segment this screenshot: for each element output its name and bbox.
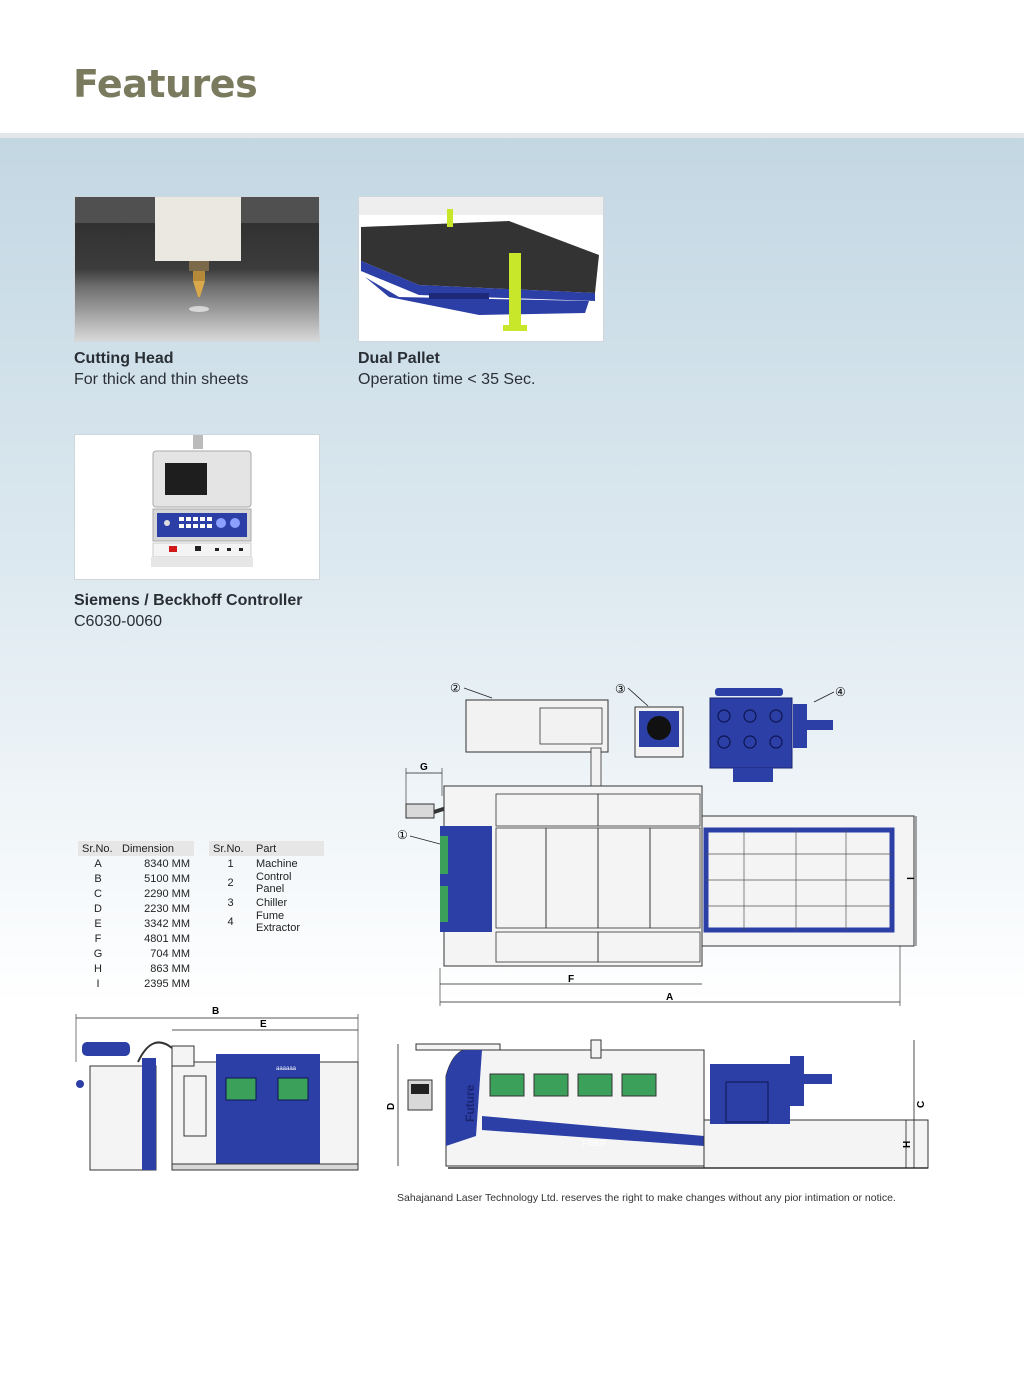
parts-col-part: Part — [252, 841, 324, 856]
dimension-col-srno: Sr.No. — [78, 841, 118, 856]
part-name: Machine — [256, 857, 298, 870]
feature-subtitle-controller: C6030-0060 — [74, 613, 163, 630]
dual-pallet-image — [358, 196, 604, 342]
parts-table-header: Sr.No. Part — [209, 841, 324, 856]
page-header: Features — [0, 0, 1024, 136]
dim-value: 3342 MM — [144, 917, 190, 930]
dim-label-d: D — [386, 1103, 397, 1110]
part-number: 1 — [227, 857, 234, 870]
part-number: 2 — [227, 877, 234, 889]
dim-label-a: A — [666, 992, 673, 1003]
parts-col-srno: Sr.No. — [209, 841, 252, 856]
dim-value: 5100 MM — [144, 872, 190, 885]
table-row: D 2230 MM — [78, 901, 194, 916]
table-row: H 863 MM — [78, 961, 194, 976]
table-row: E 3342 MM — [78, 916, 194, 931]
cutting-head-image — [74, 196, 320, 342]
feature-subtitle-dual-pallet: Operation time < 35 Sec. — [358, 371, 536, 388]
panel-badge: aaaaaa — [276, 1066, 297, 1072]
dim-letter: I — [96, 977, 100, 990]
dim-letter: F — [94, 932, 102, 945]
dim-value: 863 MM — [150, 962, 190, 975]
dimension-col-dimension: Dimension — [118, 841, 194, 856]
fiber-label: FIBER — [582, 1139, 606, 1148]
dim-value: 2395 MM — [144, 977, 190, 990]
part-name: Chiller — [256, 896, 288, 909]
table-row: 3 Chiller — [209, 895, 324, 910]
controller-image — [74, 434, 320, 580]
dim-value: 704 MM — [150, 947, 190, 960]
brand-logo-text: Future — [463, 1084, 477, 1122]
disclaimer-footnote: Sahajanand Laser Technology Ltd. reserve… — [397, 1192, 896, 1204]
table-row: A 8340 MM — [78, 856, 194, 871]
parts-table: Sr.No. Part 1 Machine 2 Control Panel 3 Chi… — [209, 841, 324, 934]
dim-label-f: F — [568, 974, 574, 985]
dim-label-b: B — [212, 1006, 219, 1017]
dim-letter: A — [94, 857, 102, 870]
dim-value: 2290 MM — [144, 887, 190, 900]
table-row: G 704 MM — [78, 946, 194, 961]
callout-2: ② — [450, 681, 461, 695]
dimension-table-header: Sr.No. Dimension — [78, 841, 194, 856]
feature-title-dual-pallet: Dual Pallet — [358, 350, 440, 367]
table-row: 4 Fume Extractor — [209, 910, 324, 934]
callout-3: ③ — [615, 682, 626, 696]
page-background — [0, 138, 1024, 1375]
dim-label-e: E — [260, 1019, 267, 1030]
part-number: 3 — [227, 896, 234, 909]
dim-letter: G — [93, 947, 103, 960]
header-divider — [0, 133, 1024, 138]
dim-label-c: C — [916, 1101, 927, 1108]
top-view-drawing: ② ③ ④ ① G I F — [397, 681, 917, 1006]
dim-label-i: I — [904, 877, 915, 880]
table-row: 1 Machine — [209, 856, 324, 871]
callout-4: ④ — [835, 685, 846, 699]
part-name: Fume Extractor — [256, 910, 301, 934]
table-row: 2 Control Panel — [209, 871, 324, 895]
dim-letter: C — [94, 887, 102, 900]
dim-letter: D — [94, 902, 102, 915]
part-name: Control Panel — [256, 871, 292, 895]
front-view-drawing: D Future FIBER C H — [386, 1039, 929, 1169]
dim-label-g: G — [420, 762, 428, 773]
feature-title-cutting-head: Cutting Head — [74, 350, 174, 367]
table-row: B 5100 MM — [78, 871, 194, 886]
part-number: 4 — [227, 916, 234, 928]
feature-title-controller: Siemens / Beckhoff Controller — [74, 592, 303, 609]
dim-value: 8340 MM — [144, 857, 190, 870]
table-row: F 4801 MM — [78, 931, 194, 946]
page-title: Features — [73, 62, 258, 106]
feature-subtitle-cutting-head: For thick and thin sheets — [74, 371, 249, 388]
dim-letter: E — [94, 917, 102, 930]
dim-value: 2230 MM — [144, 902, 190, 915]
dim-label-h: H — [902, 1141, 913, 1148]
side-view-drawing: B E aaaaaa — [75, 1006, 359, 1171]
dim-value: 4801 MM — [144, 932, 190, 945]
dim-letter: H — [94, 962, 102, 975]
table-row: I 2395 MM — [78, 976, 194, 991]
dim-letter: B — [94, 872, 102, 885]
dimension-table: Sr.No. Dimension A 8340 MM B 5100 MM C 2290… — [78, 841, 194, 991]
callout-1: ① — [397, 828, 408, 842]
table-row: C 2290 MM — [78, 886, 194, 901]
